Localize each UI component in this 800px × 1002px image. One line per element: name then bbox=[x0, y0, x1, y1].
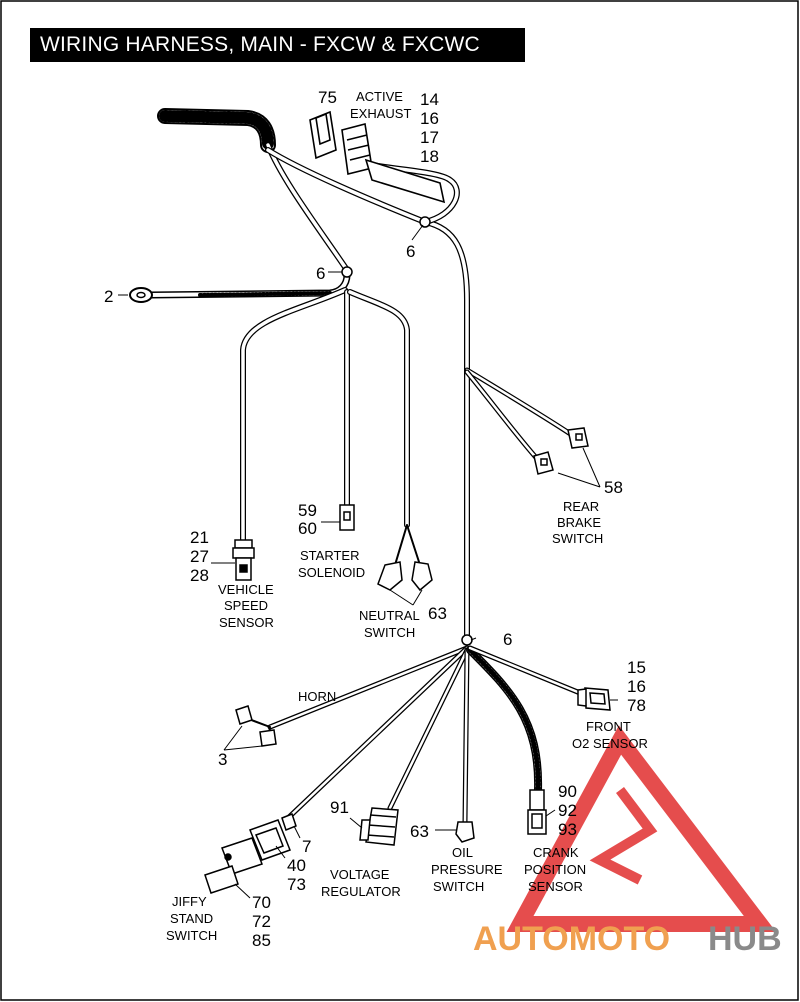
label-voltage: VOLTAGE bbox=[330, 867, 390, 882]
callout-16a: 16 bbox=[420, 109, 439, 128]
active-exhaust-connector bbox=[309, 110, 446, 204]
watermark-automoto: AUTOMOTO bbox=[473, 920, 670, 958]
ground-ring-terminal bbox=[129, 287, 153, 303]
label-brake: BRAKE bbox=[557, 515, 601, 530]
callout-21: 21 bbox=[190, 528, 209, 547]
title-bar bbox=[30, 28, 525, 62]
callout-92: 92 bbox=[558, 801, 577, 820]
callout-28: 28 bbox=[190, 566, 209, 585]
label-exhaust: EXHAUST bbox=[350, 106, 411, 121]
label-jiffy-switch: SWITCH bbox=[166, 928, 217, 943]
callout-85: 85 bbox=[252, 931, 271, 950]
callout-6-lower: 6 bbox=[503, 630, 512, 649]
callout-70: 70 bbox=[252, 893, 271, 912]
label-starter: STARTER bbox=[300, 548, 359, 563]
callout-60: 60 bbox=[298, 519, 317, 538]
label-vehicle: VEHICLE bbox=[218, 582, 274, 597]
vehicle-speed-sensor-connector bbox=[232, 539, 255, 581]
harness-wires bbox=[146, 108, 588, 825]
voltage-regulator-connector bbox=[359, 807, 399, 846]
watermark-text: AUTOMOTO HUB bbox=[473, 920, 782, 958]
callout-93: 93 bbox=[558, 820, 577, 839]
callout-91: 91 bbox=[330, 798, 349, 817]
neutral-switch-boots bbox=[377, 561, 433, 592]
callout-7: 7 bbox=[302, 837, 311, 856]
callout-63-oil: 63 bbox=[410, 822, 429, 841]
callout-14: 14 bbox=[420, 90, 439, 109]
callout-6-upper-left: 6 bbox=[316, 264, 325, 283]
callout-6-upper-right: 6 bbox=[406, 242, 415, 261]
callout-18: 18 bbox=[420, 147, 439, 166]
label-neutral: NEUTRAL bbox=[359, 608, 420, 623]
label-rear-switch: SWITCH bbox=[552, 531, 603, 546]
watermark-hub: HUB bbox=[708, 920, 782, 958]
horn-connectors bbox=[235, 705, 277, 747]
callout-90: 90 bbox=[558, 782, 577, 801]
callout-3: 3 bbox=[218, 750, 227, 769]
callout-27: 27 bbox=[190, 547, 209, 566]
leader-lines bbox=[118, 224, 618, 899]
label-regulator: REGULATOR bbox=[321, 884, 401, 899]
callout-73: 73 bbox=[287, 875, 306, 894]
label-neutral-switch: SWITCH bbox=[364, 625, 415, 640]
callout-75: 75 bbox=[318, 88, 337, 107]
automotohub-logo bbox=[506, 725, 777, 932]
harness-clips bbox=[341, 216, 473, 646]
callout-2: 2 bbox=[104, 287, 113, 306]
label-solenoid: SOLENOID bbox=[298, 565, 365, 580]
callout-63-neutral: 63 bbox=[428, 604, 447, 623]
page-title: WIRING HARNESS, MAIN - FXCW & FXCWC bbox=[40, 33, 480, 56]
oil-pressure-switch-connector bbox=[455, 821, 475, 843]
label-horn: HORN bbox=[298, 689, 336, 704]
label-crank: CRANK bbox=[533, 845, 579, 860]
label-oil-switch: SWITCH bbox=[433, 879, 484, 894]
crank-position-sensor-connector bbox=[527, 789, 547, 835]
label-oil: OIL bbox=[452, 845, 473, 860]
label-pressure: PRESSURE bbox=[431, 862, 503, 877]
label-o2-sensor: O2 SENSOR bbox=[572, 736, 648, 751]
label-active: ACTIVE bbox=[356, 89, 403, 104]
label-speed: SPEED bbox=[224, 598, 268, 613]
label-crank-sensor: SENSOR bbox=[528, 879, 583, 894]
rear-brake-connectors bbox=[533, 427, 589, 475]
callout-17: 17 bbox=[420, 128, 439, 147]
callout-40: 40 bbox=[287, 856, 306, 875]
callout-58: 58 bbox=[604, 478, 623, 497]
label-position: POSITION bbox=[524, 862, 586, 877]
jiffy-stand-switch bbox=[204, 813, 297, 894]
callout-59: 59 bbox=[298, 501, 317, 520]
callout-15: 15 bbox=[627, 658, 646, 677]
front-o2-connector bbox=[577, 687, 611, 711]
callout-labels: 75 ACTIVE EXHAUST 14 16 17 18 6 6 2 58 R… bbox=[104, 88, 648, 950]
callout-78: 78 bbox=[627, 696, 646, 715]
label-front: FRONT bbox=[586, 719, 631, 734]
callout-72: 72 bbox=[252, 912, 271, 931]
starter-solenoid-connector bbox=[339, 504, 355, 531]
label-rear: REAR bbox=[563, 499, 599, 514]
label-stand: STAND bbox=[170, 911, 213, 926]
callout-16b: 16 bbox=[627, 677, 646, 696]
label-vss-sensor: SENSOR bbox=[219, 615, 274, 630]
label-jiffy: JIFFY bbox=[172, 894, 207, 909]
